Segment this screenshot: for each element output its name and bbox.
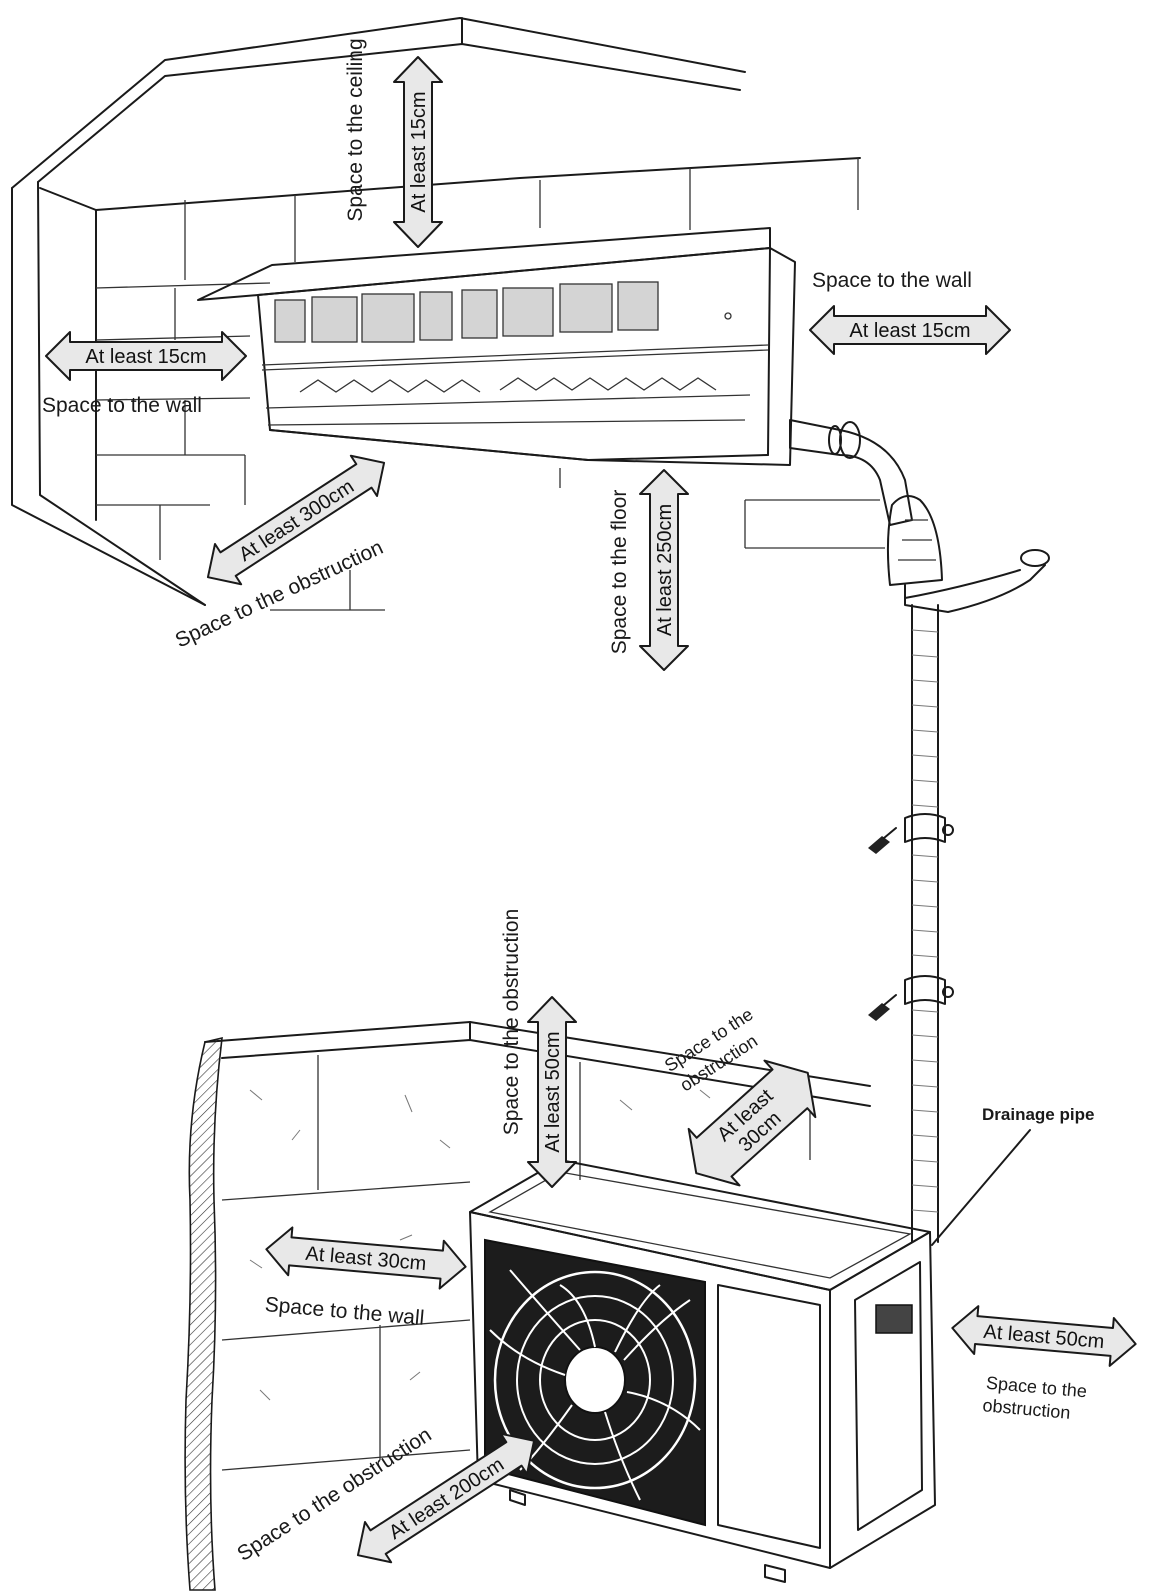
indoor-right-wall-arrow: At least 15cm — [809, 305, 1011, 355]
ceiling-distance-label: At least 15cm — [408, 91, 430, 212]
screw-icon-upper — [868, 827, 897, 854]
ceiling-space-label: Space to the ceiling — [344, 38, 367, 221]
screw-icon-lower — [868, 994, 897, 1021]
refrigerant-pipe — [868, 495, 1050, 1243]
drainage-pipe-label: Drainage pipe — [982, 1105, 1094, 1124]
outdoor-unit — [469, 1159, 936, 1583]
indoor-front-space: Space to the obstruction — [172, 536, 387, 653]
outdoor-left-arrow: At least 30cm — [265, 1226, 467, 1290]
outdoor-front-arrow: At least 200cm — [356, 1432, 536, 1564]
room-walls — [11, 17, 885, 611]
pipe-clamp-upper — [904, 813, 954, 843]
floor-space-label: Space to the floor — [608, 490, 631, 655]
outdoor-top-arrow: At least 50cm — [527, 996, 577, 1188]
floor-clearance-arrow: At least 250cm — [639, 469, 689, 671]
indoor-left-wall-arrow: At least 15cm — [45, 331, 247, 381]
indoor-louvres — [299, 377, 717, 393]
floor-distance-label: At least 250cm — [654, 504, 676, 636]
pipe-clamp-lower — [904, 975, 954, 1005]
outdoor-top-space: Space to the obstruction — [500, 909, 523, 1135]
outdoor-walls — [184, 1021, 871, 1591]
indoor-left-wall-distance: At least 15cm — [85, 346, 206, 368]
fan-grille-icon — [489, 1269, 701, 1501]
indoor-unit — [197, 227, 913, 526]
indoor-left-wall-space: Space to the wall — [42, 394, 202, 417]
indoor-filter-panes — [274, 281, 659, 343]
outdoor-right-space-line2: obstruction — [982, 1395, 1071, 1423]
drainage-pipe-leader — [931, 1129, 1031, 1246]
outdoor-front-space: Space to the obstruction — [233, 1423, 435, 1566]
ceiling-clearance-arrow: At least 15cm — [393, 56, 443, 248]
indoor-right-wall-space: Space to the wall — [812, 269, 972, 292]
outdoor-right-arrow: At least 50cm — [951, 1305, 1137, 1367]
outdoor-top-distance: At least 50cm — [542, 1031, 564, 1152]
indoor-right-wall-distance: At least 15cm — [849, 320, 970, 342]
outdoor-left-space: Space to the wall — [264, 1293, 425, 1330]
outdoor-front-distance: At least 200cm — [385, 1454, 508, 1545]
